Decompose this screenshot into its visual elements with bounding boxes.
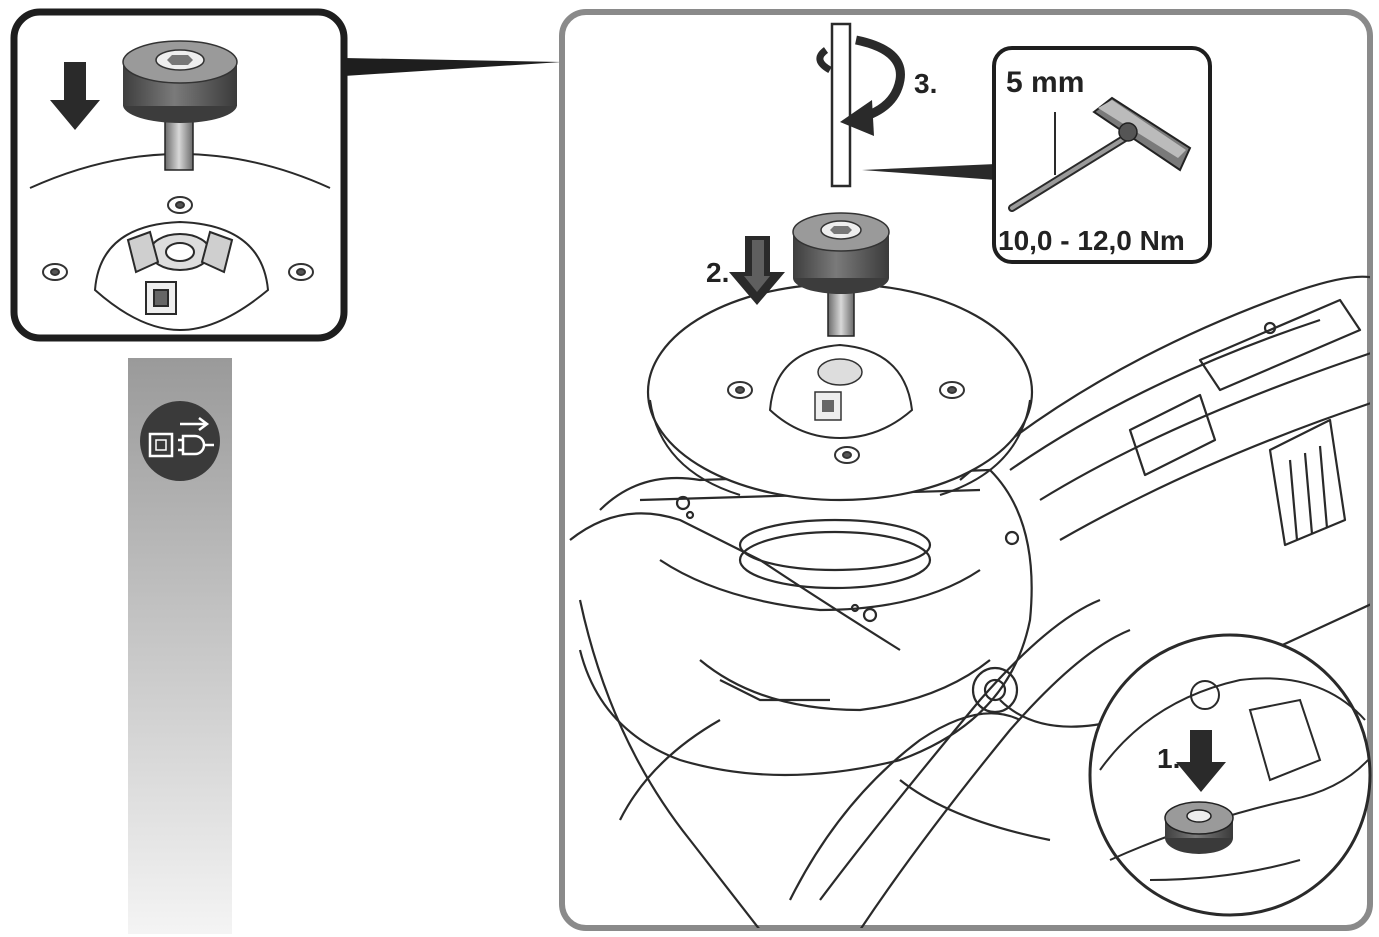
hex-key-shaft [830, 22, 852, 188]
flange-plate [646, 282, 1034, 502]
hex-key-size-label: 5 mm [1006, 66, 1084, 99]
clamping-nut [122, 40, 238, 171]
step-3-label: 3. [914, 68, 937, 99]
step1-arrow-icon [1176, 730, 1226, 792]
step2-arrow-icon [729, 236, 785, 305]
step-2-label: 2. [706, 257, 729, 288]
rotate-clockwise-icon [816, 35, 905, 136]
spindle-lock-detail [1088, 633, 1372, 917]
tool-inset-panel [992, 46, 1212, 264]
unplug-before-work-icon [140, 401, 220, 481]
down-arrow-icon [50, 62, 100, 130]
angle-grinder-drawing [569, 275, 1370, 928]
spindle-hub [93, 220, 270, 332]
tool-callout-pointer [862, 164, 996, 180]
detail-panel [10, 8, 562, 342]
step-1-label: 1. [1157, 743, 1180, 774]
flange-screws [42, 196, 314, 281]
hex-key-icon [1008, 96, 1192, 212]
main-clamping-nut [792, 212, 890, 337]
spindle-lock-button [1164, 801, 1234, 854]
torque-label: 10,0 - 12,0 Nm [998, 225, 1185, 256]
